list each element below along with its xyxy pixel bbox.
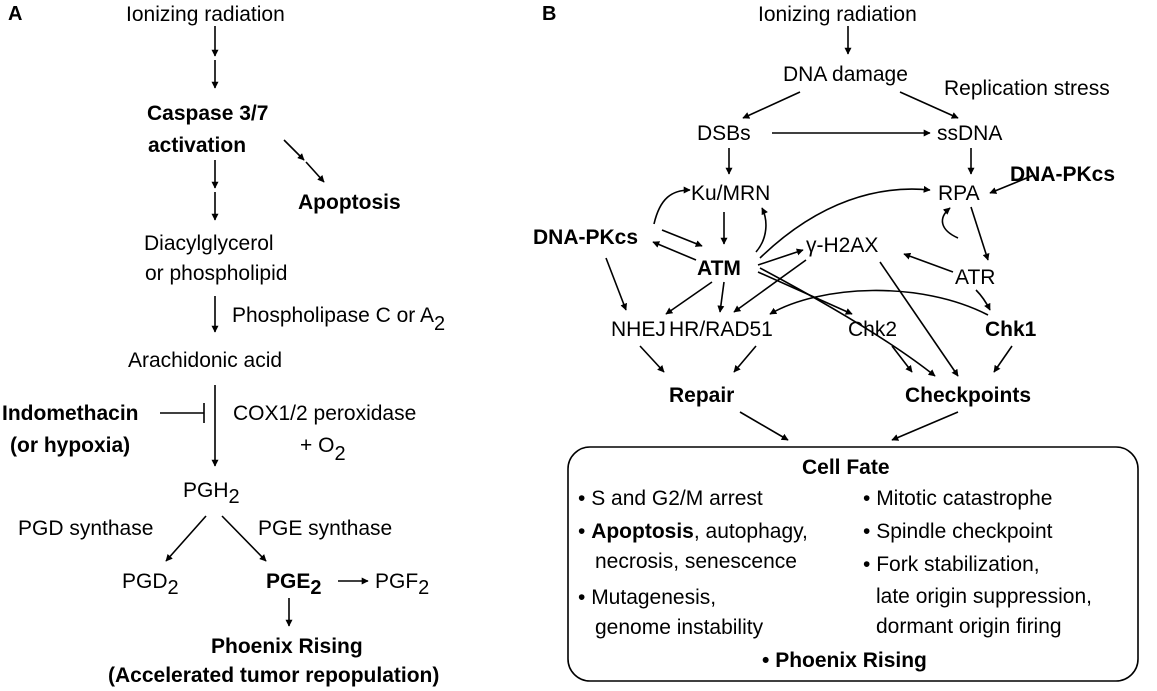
cell-fate-left-item1: • S and G2/M arrest	[578, 487, 763, 510]
arrow-caspase-apoptosis-1	[283, 139, 305, 161]
apoptosis-node: Apoptosis	[298, 191, 401, 214]
phospholipase-label: Phospholipase C or A2	[232, 304, 445, 335]
pgf2-node: PGF2	[375, 570, 429, 599]
dna-pkcs-left-node: DNA-PKcs	[533, 226, 638, 249]
arrow-atm-kumrn	[755, 207, 768, 253]
checkpoints-node: Checkpoints	[905, 384, 1031, 407]
repair-node: Repair	[669, 384, 734, 407]
cell-fate-phoenix-rising: • Phoenix Rising	[762, 649, 927, 672]
arrow-h2ax-checkpoints	[879, 261, 959, 377]
atm-node: ATM	[697, 257, 741, 280]
cell-fate-right-item3-line2: late origin suppression,	[876, 585, 1092, 608]
pge-synthase-label: PGE synthase	[258, 517, 392, 540]
arrow-rpa-atr	[970, 206, 990, 261]
ionizing-radiation-a: Ionizing radiation	[126, 3, 285, 26]
arrow-chk2-checkpoints	[891, 345, 913, 373]
replication-stress-label: Replication stress	[944, 77, 1110, 100]
nhej-node: NHEJ	[611, 318, 666, 341]
arrow-dnapkcs-kumrn	[653, 186, 691, 225]
hr-rad51-node: HR/RAD51	[669, 318, 773, 341]
ionizing-radiation-b: Ionizing radiation	[758, 3, 917, 26]
cell-fate-right-item3: • Fork stabilization,	[863, 553, 1040, 576]
arrow-dnapkcs-rpa	[989, 174, 1035, 194]
arrow-repair-cellfate	[739, 411, 789, 441]
cell-fate-border	[567, 446, 1139, 682]
cell-fate-right-item1: • Mitotic catastrophe	[863, 487, 1052, 510]
arrow-damage-dsbs	[742, 91, 801, 119]
arrow-caspase-apoptosis-2	[305, 161, 325, 183]
caspase-node-line1: Caspase 3/7	[147, 102, 268, 125]
cox-line2: + O2	[300, 434, 346, 465]
dna-pkcs-right-node: DNA-PKcs	[1010, 163, 1115, 186]
atr-node: ATR	[955, 266, 995, 289]
panel-a-label: A	[8, 3, 22, 25]
arrow-atr-chk1	[975, 289, 991, 311]
cell-fate-title: Cell Fate	[802, 456, 890, 479]
cell-fate-right-item2: • Spindle checkpoint	[863, 520, 1053, 543]
panel-a: A Ionizing radiation Caspase 3/7 activat…	[2, 3, 445, 687]
indomethacin-line1: Indomethacin	[2, 402, 139, 425]
cox-line1: COX1/2 peroxidase	[233, 402, 416, 425]
arachidonic-acid-node: Arachidonic acid	[128, 349, 282, 372]
pgd-synthase-label: PGD synthase	[18, 517, 153, 540]
pgh2-node: PGH2	[183, 479, 240, 508]
arrow-atr-h2ax	[903, 252, 954, 273]
indomethacin-line2: (or hypoxia)	[10, 434, 130, 457]
arrow-nhej-repair	[639, 345, 665, 373]
arrow-dnapkcs-nhej	[605, 257, 628, 311]
diacylglycerol-line1: Diacylglycerol	[144, 232, 274, 255]
arrow-chk1-hr	[769, 289, 989, 316]
arrow-checkpoints-cellfate	[891, 411, 959, 441]
phoenix-rising-a-line1: Phoenix Rising	[211, 635, 363, 658]
cell-fate-left-item2: • Apoptosis, autophagy,	[578, 520, 808, 543]
phoenix-rising-a-line2: (Accelerated tumor repopulation)	[108, 664, 439, 687]
chk1-node: Chk1	[985, 318, 1037, 341]
dsbs-node: DSBs	[697, 122, 751, 145]
dna-damage-node: DNA damage	[783, 63, 908, 86]
cell-fate-left-item3-line2: genome instability	[595, 616, 764, 639]
arrow-hr-repair	[733, 345, 757, 373]
arrow-chk1-checkpoints	[993, 345, 1013, 373]
cell-fate-right-item3-line3: dormant origin firing	[876, 615, 1062, 638]
cell-fate-box: Cell Fate • S and G2/M arrest • Apoptosi…	[567, 446, 1139, 682]
arrow-atm-rpa	[759, 185, 931, 259]
ku-mrn-node: Ku/MRN	[691, 182, 770, 205]
arrow-atm-nhej	[665, 281, 713, 315]
diacylglycerol-line2: or phospholipid	[145, 262, 287, 285]
arrow-h2ax-hr	[733, 259, 807, 313]
arrow-atm-dnapkcs	[652, 241, 697, 261]
pgd2-node: PGD2	[122, 570, 179, 599]
chk2-node: Chk2	[848, 318, 897, 341]
panel-b-label: B	[542, 3, 556, 25]
arrow-pgh2-pge2	[221, 515, 267, 562]
pge2-node: PGE2	[266, 570, 321, 599]
ssdna-node: ssDNA	[937, 122, 1002, 145]
arrow-atm-h2ax	[757, 248, 804, 266]
arrow-atm-checkpoints	[759, 267, 936, 377]
cell-fate-left-item3: • Mutagenesis,	[578, 586, 716, 609]
arrow-atm-hr	[717, 281, 725, 313]
arrow-dnapkcs-atm	[661, 229, 703, 247]
cell-fate-left-item2-line2: necrosis, senescence	[595, 550, 797, 573]
caspase-node-line2: activation	[148, 134, 246, 157]
arrow-damage-ssdna	[899, 91, 959, 119]
arrow-pgh2-pgd2	[165, 515, 207, 562]
panel-b: B Ionizing radiation DNA damage Replicat…	[533, 3, 1139, 682]
rpa-node: RPA	[938, 182, 980, 205]
gamma-h2ax-node: γ-H2AX	[806, 234, 878, 257]
arrow-atr-rpa	[941, 207, 959, 239]
